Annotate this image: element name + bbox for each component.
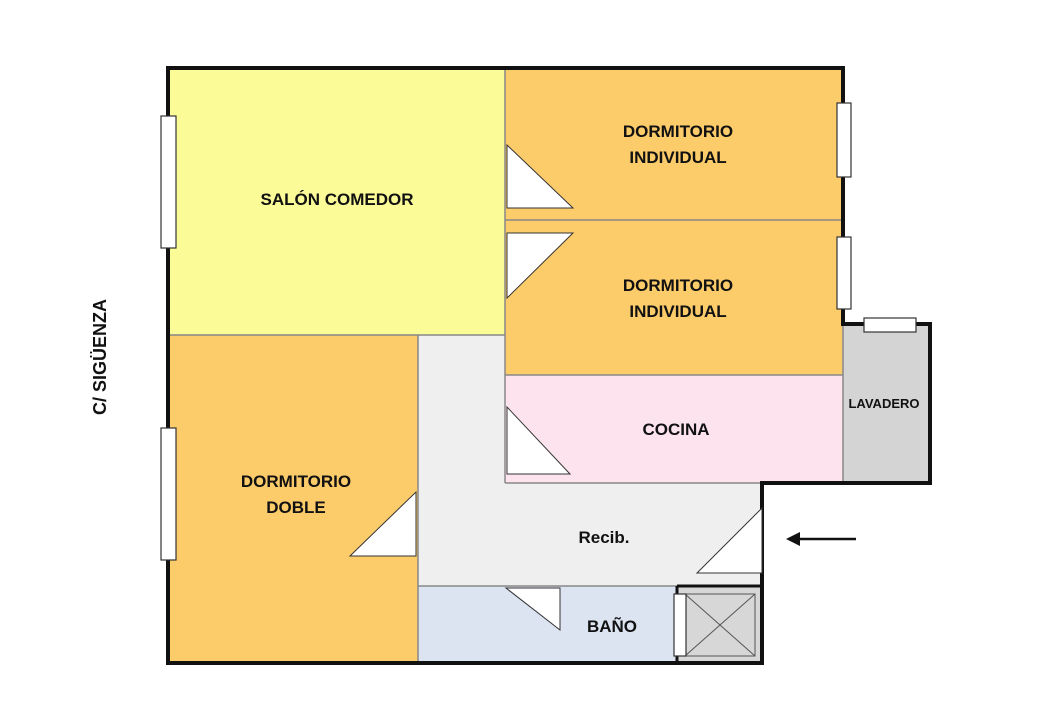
door-entrance [695,506,763,574]
label-lavadero: LAVADERO [848,396,919,411]
label-dorm-doble-line2: DOBLE [266,498,326,517]
room-salon-comedor [168,68,505,335]
door-dorm-ind-1 [506,143,575,209]
label-dorm-ind-2-line1: DORMITORIO [623,276,733,295]
door-swings [348,143,763,632]
interior-walls [168,68,844,663]
window-dorm-ind-1 [836,102,852,178]
window-bano [673,593,687,657]
windows [160,102,917,657]
label-street: C/ SIGÜENZA [90,299,110,415]
label-cocina: COCINA [642,420,709,439]
label-dorm-ind-1-line2: INDIVIDUAL [629,148,726,167]
label-dorm-ind-2-line2: INDIVIDUAL [629,302,726,321]
label-bano: BAÑO [587,616,637,636]
room-lavadero [843,324,930,483]
door-bano [504,587,561,632]
door-cocina [506,405,572,475]
label-dorm-doble-line1: DORMITORIO [241,472,351,491]
label-salon-comedor: SALÓN COMEDOR [261,190,414,209]
room-recibidor [418,335,762,586]
window-dorm-doble [160,427,177,561]
label-recibidor: Recib. [578,528,629,547]
room-dormitorio-individual-1 [505,68,843,220]
label-dorm-ind-1-line1: DORMITORIO [623,122,733,141]
window-dorm-ind-2 [836,236,852,310]
window-salon [160,115,177,249]
room-dormitorio-doble [168,335,418,663]
door-dorm-ind-2 [506,232,575,300]
door-dorm-doble [348,490,417,557]
arrow-left-icon [786,532,856,546]
window-lavadero [863,317,917,333]
room-dormitorio-individual-2 [505,220,843,375]
